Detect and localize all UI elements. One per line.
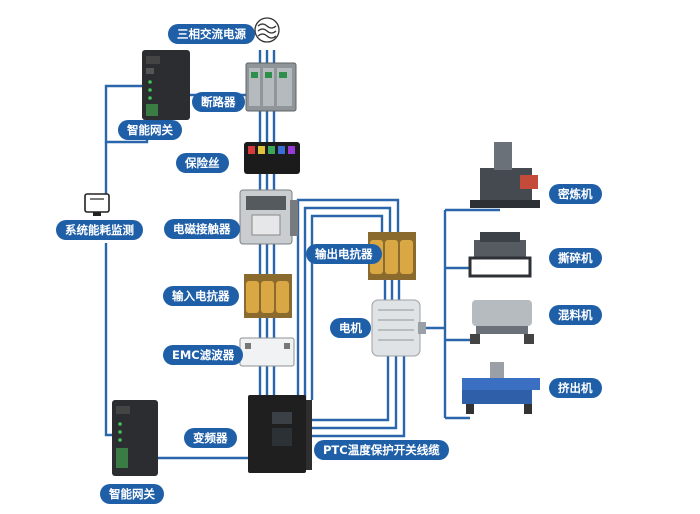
contactor-device [239, 189, 298, 245]
label-gateway-bottom: 智能网关 [100, 484, 164, 504]
label-emc-filter: EMC滤波器 [163, 345, 244, 365]
gateway-bottom-device [112, 400, 158, 476]
fuse-device [244, 142, 300, 174]
label-banbury: 密炼机 [549, 184, 602, 204]
label-power-source: 三相交流电源 [168, 24, 255, 44]
label-ptc-cable: PTC温度保护开关线缆 [314, 440, 449, 460]
emc-filter-device [239, 337, 295, 367]
breaker-device [245, 62, 297, 112]
label-motor: 电机 [330, 318, 371, 338]
label-input-reactor: 输入电抗器 [163, 286, 239, 306]
label-gateway-top: 智能网关 [118, 120, 182, 140]
inverter-device [248, 395, 312, 473]
input-reactor-device [244, 274, 292, 318]
label-extruder: 挤出机 [549, 378, 602, 398]
label-mixer: 混料机 [549, 305, 602, 325]
shredder-device [468, 232, 532, 278]
mixer-device [470, 300, 534, 344]
ac-source-icon [254, 17, 280, 43]
label-fuse: 保险丝 [176, 153, 229, 173]
label-breaker: 断路器 [192, 92, 245, 112]
label-inverter: 变频器 [184, 428, 237, 448]
label-shredder: 撕碎机 [549, 248, 602, 268]
label-contactor: 电磁接触器 [164, 219, 240, 239]
gateway-top-device [142, 50, 190, 120]
monitor-computer-icon [84, 193, 110, 216]
extruder-device [462, 362, 540, 414]
motor-device [371, 299, 426, 357]
label-monitoring: 系统能耗监测 [56, 220, 143, 240]
banbury-mixer-device [470, 142, 540, 208]
label-output-reactor: 输出电抗器 [306, 244, 382, 264]
